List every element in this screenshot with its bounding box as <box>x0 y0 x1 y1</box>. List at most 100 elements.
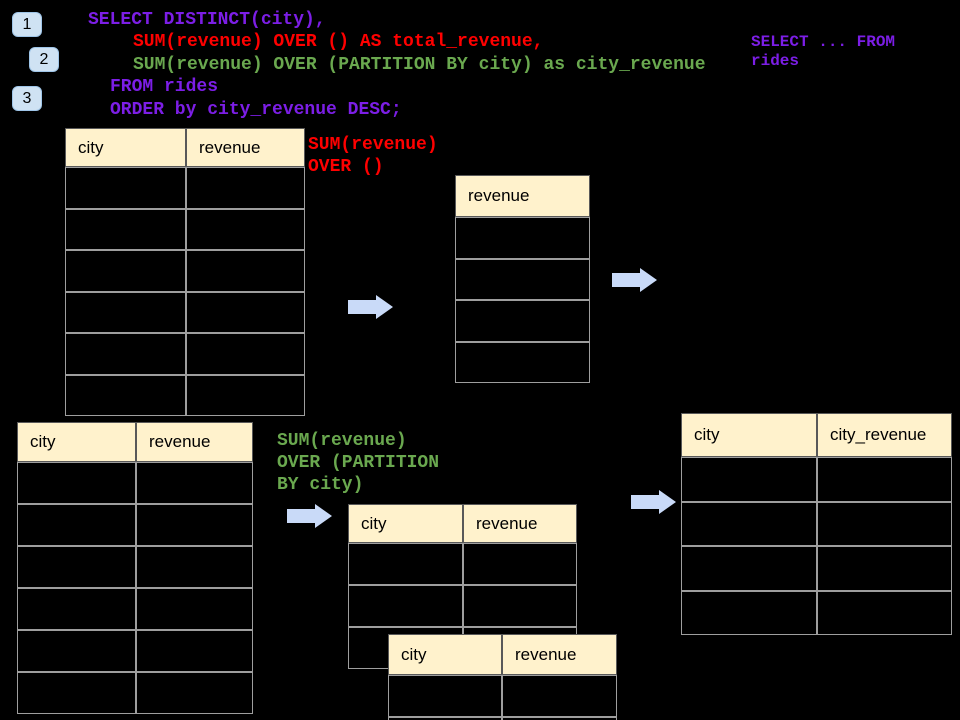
table-source-top: city revenue <box>65 128 305 416</box>
empty-cell <box>455 341 590 383</box>
empty-cell <box>455 258 590 300</box>
table-row <box>65 167 305 209</box>
table-row <box>17 546 253 588</box>
arrow-right-icon <box>612 268 658 297</box>
empty-cell <box>463 543 577 585</box>
empty-cell <box>681 590 817 635</box>
empty-cell <box>65 250 186 292</box>
empty-cell <box>17 462 136 504</box>
table-row <box>681 457 952 502</box>
table-row <box>388 717 617 720</box>
total-window-label-line1: SUM(revenue) <box>308 135 438 155</box>
arrow-right-icon <box>348 295 394 324</box>
empty-cell <box>17 546 136 588</box>
empty-cell <box>455 300 590 342</box>
empty-cell <box>186 333 305 375</box>
column-header-revenue: revenue <box>186 128 305 167</box>
sql-line-from: FROM rides <box>110 77 219 97</box>
table-row <box>17 504 253 546</box>
column-header-revenue: revenue <box>455 175 590 217</box>
arrow-right-icon <box>631 490 677 519</box>
empty-cell <box>65 291 186 333</box>
step-badge-3: 3 <box>12 86 42 111</box>
empty-cell <box>502 675 617 717</box>
empty-cell <box>65 208 186 250</box>
column-header-revenue: revenue <box>136 422 253 462</box>
empty-cell <box>681 501 817 546</box>
sql-line-total-revenue: SUM(revenue) OVER () AS total_revenue, <box>133 32 544 52</box>
total-window-label-line2: OVER () <box>308 157 384 177</box>
empty-cell <box>388 717 502 720</box>
table-row <box>65 374 305 416</box>
empty-cell <box>17 504 136 546</box>
table-row <box>17 630 253 672</box>
empty-cell <box>186 208 305 250</box>
empty-cell <box>817 457 952 502</box>
empty-cell <box>502 717 617 720</box>
partition-window-label-line3: BY city) <box>277 475 364 495</box>
table-row <box>65 291 305 333</box>
table-row <box>455 300 590 342</box>
empty-cell <box>817 501 952 546</box>
column-header-revenue: revenue <box>502 634 617 675</box>
side-note-select-from: SELECT ... FROM <box>751 33 896 51</box>
empty-cell <box>817 590 952 635</box>
table-row <box>681 590 952 635</box>
column-header-city-revenue: city_revenue <box>817 413 952 457</box>
table-row <box>17 588 253 630</box>
table-row <box>388 675 617 717</box>
empty-cell <box>136 546 253 588</box>
table-row <box>681 501 952 546</box>
empty-cell <box>348 585 463 627</box>
empty-cell <box>136 630 253 672</box>
empty-cell <box>186 250 305 292</box>
empty-cell <box>186 167 305 209</box>
empty-cell <box>17 588 136 630</box>
partition-window-label-line1: SUM(revenue) <box>277 431 407 451</box>
table-row <box>455 217 590 259</box>
empty-cell <box>17 672 136 714</box>
empty-cell <box>186 374 305 416</box>
partition-window-label-line2: OVER (PARTITION <box>277 453 440 473</box>
table-row <box>455 341 590 383</box>
sql-line-select: SELECT DISTINCT(city), <box>88 10 326 30</box>
table-row <box>17 672 253 714</box>
empty-cell <box>186 291 305 333</box>
table-total-result: revenue <box>455 175 590 383</box>
step-badge-1: 1 <box>12 12 42 37</box>
arrow-right-icon <box>287 504 333 533</box>
table-row <box>65 250 305 292</box>
empty-cell <box>388 675 502 717</box>
empty-cell <box>17 630 136 672</box>
empty-cell <box>681 546 817 591</box>
column-header-city: city <box>65 128 186 167</box>
column-header-revenue: revenue <box>463 504 577 543</box>
table-row <box>17 462 253 504</box>
table-row <box>348 585 577 627</box>
empty-cell <box>817 546 952 591</box>
step-badge-2: 2 <box>29 47 59 72</box>
empty-cell <box>136 462 253 504</box>
side-note-rides: rides <box>751 52 800 70</box>
table-row <box>455 258 590 300</box>
column-header-city: city <box>17 422 136 462</box>
empty-cell <box>65 333 186 375</box>
empty-cell <box>348 543 463 585</box>
table-partition-result: city city_revenue <box>681 413 952 635</box>
table-partition-step-front: city revenue <box>388 634 617 720</box>
column-header-city: city <box>681 413 817 457</box>
column-header-city: city <box>388 634 502 675</box>
empty-cell <box>681 457 817 502</box>
sql-line-city-revenue: SUM(revenue) OVER (PARTITION BY city) as… <box>133 55 706 75</box>
table-row <box>65 333 305 375</box>
table-row <box>65 208 305 250</box>
empty-cell <box>455 217 590 259</box>
empty-cell <box>136 672 253 714</box>
empty-cell <box>136 504 253 546</box>
column-header-city: city <box>348 504 463 543</box>
table-row <box>681 546 952 591</box>
empty-cell <box>136 588 253 630</box>
empty-cell <box>463 585 577 627</box>
table-source-bottom: city revenue <box>17 422 253 714</box>
